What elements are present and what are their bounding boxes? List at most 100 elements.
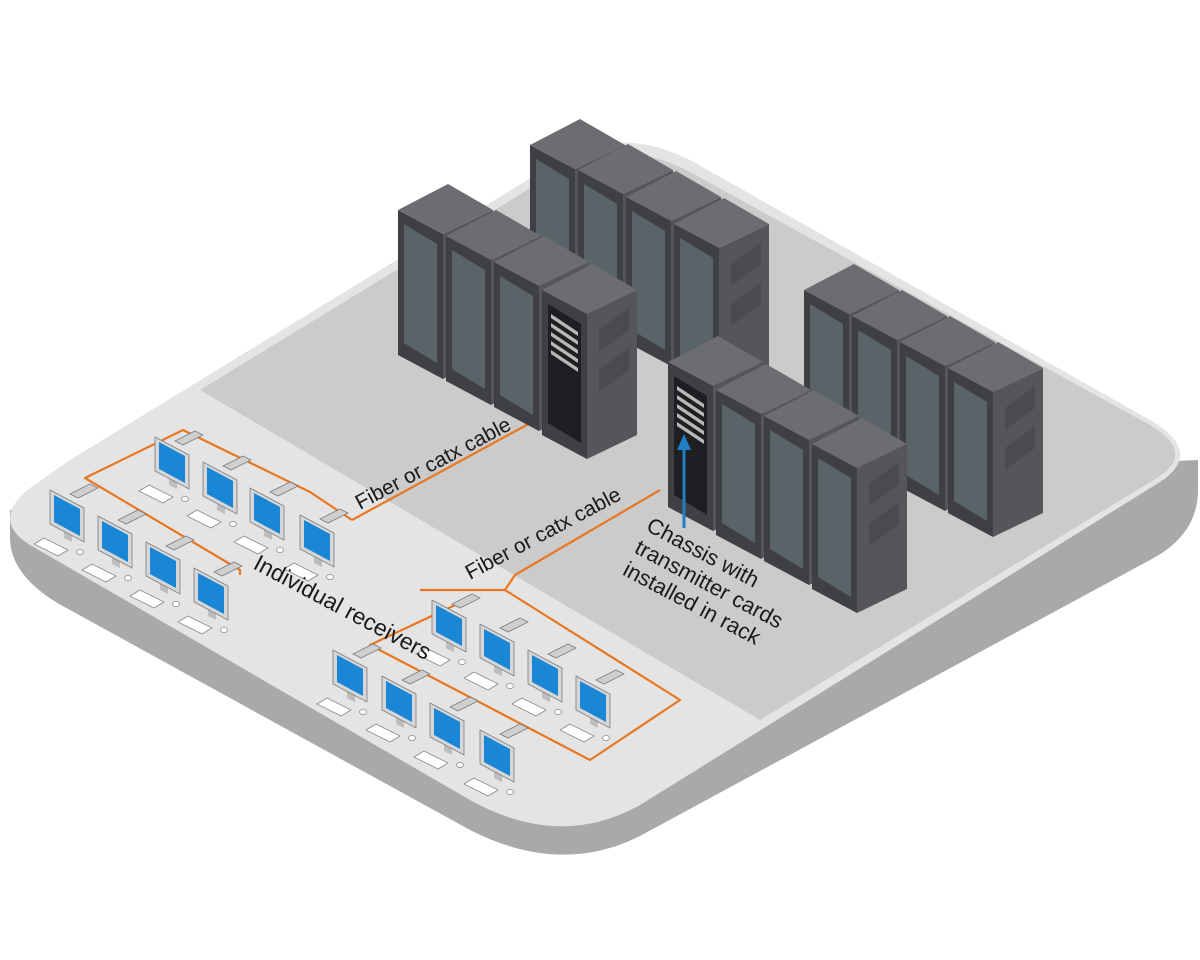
transmitter-card-slot (551, 350, 578, 372)
transmitter-card-slot (677, 422, 704, 444)
rack-top (542, 264, 637, 314)
workstation (283, 508, 349, 582)
rack-vent (731, 242, 761, 286)
rack-top (674, 198, 769, 248)
receiver-unit (165, 535, 195, 551)
rack-vent (1005, 426, 1035, 470)
rack-door (404, 224, 437, 363)
receiver-unit (213, 561, 243, 577)
monitor-screen (532, 655, 558, 696)
keyboard (138, 484, 174, 504)
transmitter-card-slot (551, 314, 578, 336)
monitor-screen (484, 629, 510, 670)
transmitter-card-slot (551, 341, 578, 363)
rack-top (812, 418, 907, 468)
monitor-screen (434, 708, 460, 749)
transmitter-card-slot (551, 332, 578, 354)
receiver-unit (451, 593, 481, 609)
receiver-unit (222, 455, 252, 471)
mouse (76, 549, 84, 555)
mouse (554, 709, 562, 715)
keyboard (316, 697, 352, 717)
workstation (81, 509, 147, 583)
keyboard (365, 723, 401, 743)
rack-vent (599, 308, 629, 352)
transmitter-card-slot (677, 413, 704, 435)
rack-top (494, 236, 589, 286)
monitor-screen (254, 493, 280, 534)
keyboard (233, 535, 269, 555)
rack-door (906, 356, 939, 495)
mouse (506, 683, 514, 689)
receiver-unit (69, 483, 99, 499)
pointer-arrow-head (677, 434, 691, 450)
mouse (172, 601, 180, 607)
receiver-unit (269, 481, 299, 497)
rack-vent (731, 282, 761, 326)
workstation (316, 643, 382, 717)
transmitter-card-slot (677, 386, 704, 408)
transmitter-card-slot (677, 404, 704, 426)
rack-door (632, 211, 665, 350)
monitor-screen (580, 681, 606, 722)
receiver-unit (547, 643, 577, 659)
rack-vent (599, 348, 629, 392)
mouse (276, 547, 284, 553)
cable-2 (83, 428, 353, 575)
keyboard (129, 589, 165, 609)
workstation (186, 455, 252, 529)
receiver-unit (499, 617, 529, 633)
workstation (129, 535, 195, 609)
rack-top (804, 264, 899, 314)
monitor-screen (337, 655, 363, 696)
cable-1 (351, 414, 546, 521)
monitor-screen (207, 467, 233, 508)
rack-top (900, 316, 995, 366)
monitor-screen (159, 442, 185, 483)
workstation (413, 696, 479, 770)
rack-top (398, 184, 493, 234)
workstation (365, 669, 431, 743)
mouse (124, 575, 132, 581)
mouse (229, 521, 237, 527)
rack-top (578, 144, 673, 194)
rack-door (954, 382, 987, 521)
rack-door (722, 404, 755, 543)
receiver-unit (499, 723, 529, 739)
receiver-unit (117, 509, 147, 525)
rack-top (446, 210, 541, 260)
chassis-pointer (677, 434, 691, 528)
workstation (463, 617, 529, 691)
cable-3 (420, 489, 661, 592)
rack-vent (869, 502, 899, 546)
rack-top (668, 336, 763, 386)
keyboard (283, 562, 319, 582)
mouse (506, 789, 514, 795)
monitor-screen (54, 495, 80, 536)
workstation (177, 561, 243, 635)
rack-top (626, 171, 721, 221)
workstation (463, 723, 529, 797)
keyboard (511, 697, 547, 717)
receiver-unit (401, 669, 431, 685)
keyboard (33, 537, 69, 557)
rack-top (852, 290, 947, 340)
mouse (602, 735, 610, 741)
keyboard (413, 750, 449, 770)
monitor-screen (150, 547, 176, 588)
cable-group (83, 414, 682, 762)
rack-top (948, 342, 1043, 392)
monitor-screen (386, 681, 412, 722)
rack-vent (1005, 386, 1035, 430)
workstation (138, 430, 204, 504)
monitor-screen (102, 521, 128, 562)
workstation (415, 593, 481, 667)
receiver-unit (449, 696, 479, 712)
transmitter-card-slot (677, 395, 704, 417)
server-rack (948, 342, 1043, 537)
monitor-screen (436, 605, 462, 646)
workstation-group (33, 430, 625, 797)
keyboard (415, 647, 451, 667)
rack-door (680, 238, 713, 377)
